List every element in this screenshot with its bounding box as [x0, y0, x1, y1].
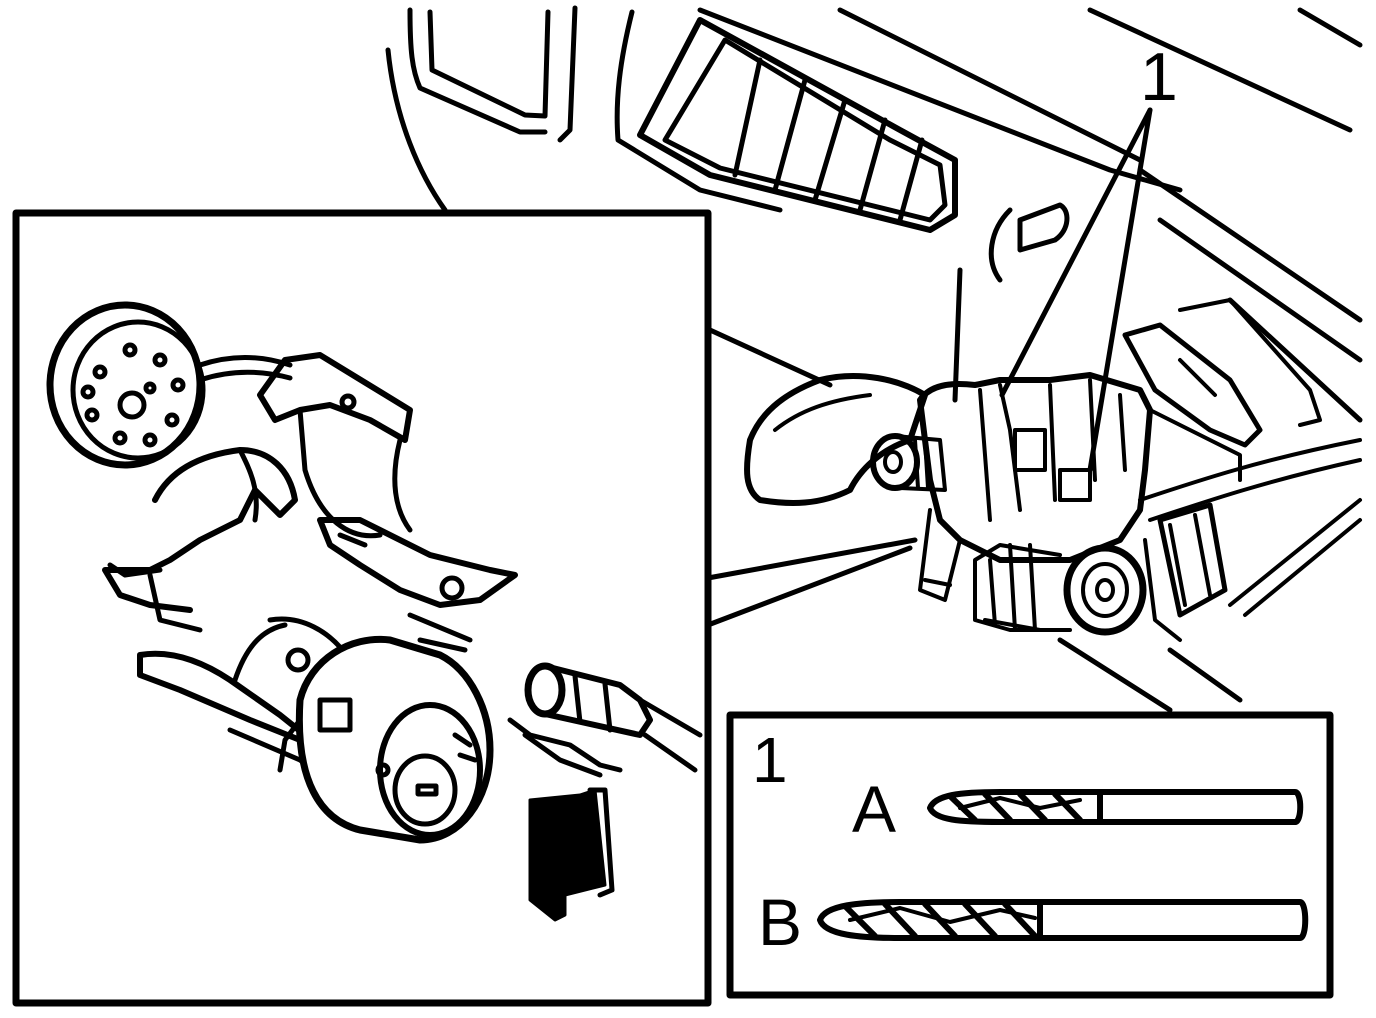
callout-pointer-lines: [999, 107, 1153, 473]
drill-bit-b-label: B: [758, 885, 802, 959]
lock-housing-exploded-view: [46, 301, 518, 844]
drill-bit-inset-frame: [726, 711, 1334, 999]
drill-bit-a-label: A: [852, 772, 896, 846]
drill-bit-a: [927, 789, 1304, 825]
steering-lock-assembly: [744, 298, 1362, 642]
zoom-link-lines: [705, 537, 918, 628]
drill-bit-b: [817, 899, 1309, 941]
dashboard-background: [385, 5, 1363, 713]
callout-label-1: 1: [1140, 39, 1178, 115]
inset-label-1: 1: [752, 724, 788, 796]
drill-tool-and-arrow: [507, 662, 703, 922]
